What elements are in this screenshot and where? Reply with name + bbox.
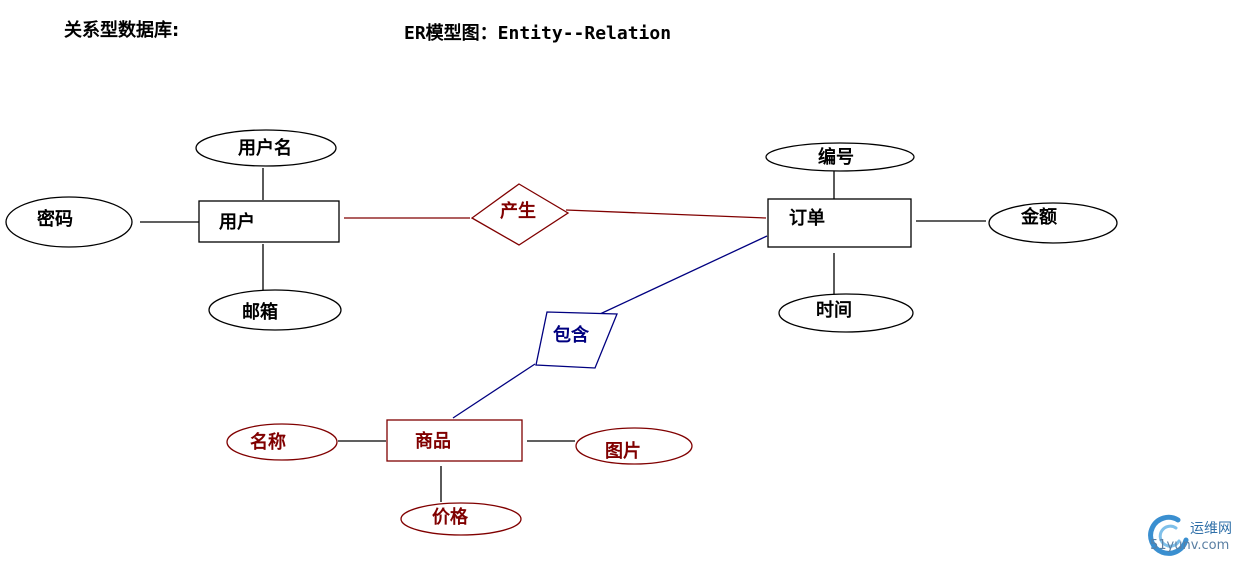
watermark-logo-icon [1148,514,1189,556]
attribute-username-label: 用户名 [238,137,292,159]
attribute-price: 价格 [400,502,522,536]
entity-user: 用户 [198,200,340,243]
attribute-amount-label: 金额 [1020,206,1057,228]
attribute-product-name: 名称 [226,423,338,461]
line-produce-order [565,209,767,219]
entity-product-box [386,419,523,462]
line-contain-product [452,363,536,419]
attribute-price-shape [400,502,522,536]
attribute-password-shape [5,196,133,248]
attribute-order-number: 编号 [765,142,915,172]
relation-contain-shape [535,311,618,369]
attribute-email-label: 邮箱 [242,301,278,323]
attribute-time-label: 时间 [816,300,852,321]
attribute-order-number-label: 编号 [818,146,854,168]
watermark-site-name: 运维网 [1190,521,1232,537]
attribute-amount: 金额 [988,202,1118,244]
attribute-picture-shape [575,427,693,465]
watermark: 运维网 51yunv.com [1148,512,1252,560]
attribute-product-name-shape [226,423,338,461]
relation-produce-label: 产生 [500,200,536,222]
entity-user-box [198,200,340,243]
line-contain-order [599,235,768,315]
attribute-price-label: 价格 [432,506,469,528]
attribute-picture: 图片 [575,427,693,465]
heading-er-model: ER模型图：Entity--Relation [404,23,672,44]
relation-contain-label: 包含 [553,324,590,346]
attribute-product-name-label: 名称 [250,431,286,453]
entity-order-label: 订单 [789,207,825,229]
entity-product-label: 商品 [415,430,451,452]
attribute-time: 时间 [778,293,914,333]
entity-user-label: 用户 [219,211,255,233]
connector-lines [140,168,986,502]
entity-product: 商品 [386,419,523,462]
attribute-password-label: 密码 [37,208,73,230]
entity-order: 订单 [767,198,912,248]
attribute-password: 密码 [5,196,133,248]
entity-order-box [767,198,912,248]
relation-produce: 产生 [470,183,570,246]
attribute-amount-shape [988,202,1118,244]
attribute-time-shape [778,293,914,333]
heading-relational-database: 关系型数据库: [64,20,180,41]
attribute-username-shape [195,129,337,167]
relation-produce-shape [470,183,570,246]
attribute-email-shape [208,289,342,331]
attribute-order-number-shape [765,142,915,172]
relation-contain: 包含 [535,311,618,369]
attribute-picture-label: 图片 [605,440,641,462]
attribute-username: 用户名 [195,129,337,167]
watermark-domain: 51yunv.com [1150,538,1230,553]
attribute-email: 邮箱 [208,289,342,331]
